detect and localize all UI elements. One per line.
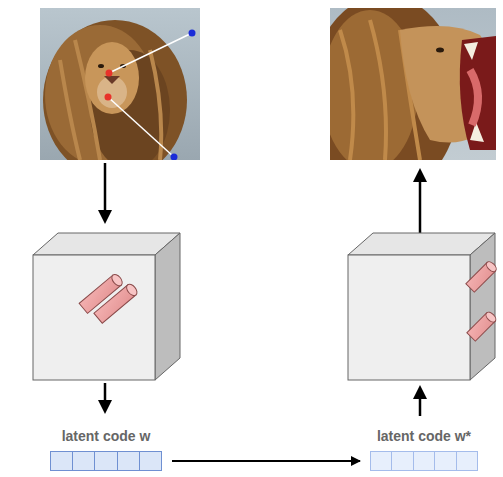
vector-cell	[414, 451, 435, 471]
generator-cube	[33, 233, 180, 380]
vector-cell	[73, 451, 95, 471]
mapping-arrow	[172, 460, 360, 462]
vector-cell	[95, 451, 117, 471]
vector-cell	[140, 451, 162, 471]
vector-cell	[370, 451, 392, 471]
latent-label: latent code w	[48, 427, 164, 445]
vector-cell	[392, 451, 413, 471]
lion-photo-edited	[330, 8, 496, 160]
vector-cell	[118, 451, 140, 471]
vector-cell	[50, 451, 73, 471]
lion-photo	[40, 8, 200, 160]
latent-code: latent code w*	[368, 427, 480, 471]
latent-code: latent code w	[48, 427, 164, 471]
latent-vector	[50, 451, 162, 471]
latent-label: latent code w*	[368, 427, 480, 445]
generator-cube	[348, 233, 498, 380]
latent-vector	[370, 451, 478, 471]
vector-cell	[457, 451, 478, 471]
vector-cell	[435, 451, 456, 471]
